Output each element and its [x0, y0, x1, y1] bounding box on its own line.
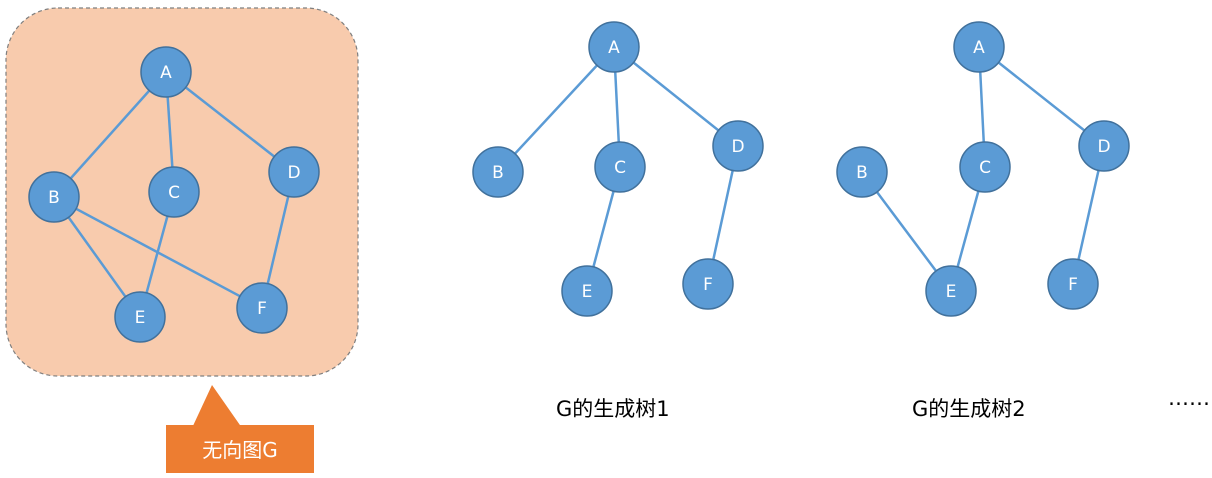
- node-label: F: [1068, 275, 1078, 295]
- node-circle: [925, 265, 977, 317]
- node-circle: [28, 171, 80, 223]
- edge-a-d: [977, 45, 1106, 148]
- edge-a-b: [496, 45, 616, 174]
- callout-tail: [192, 385, 242, 428]
- node-label: E: [946, 282, 957, 302]
- tree1-caption: G的生成树1: [556, 397, 670, 421]
- node-e: E: [925, 265, 977, 317]
- ellipsis-caption: ……: [1168, 386, 1210, 410]
- node-label: C: [614, 158, 626, 178]
- node-c: C: [148, 166, 200, 218]
- node-c: C: [594, 141, 646, 193]
- node-circle: [140, 46, 192, 98]
- node-label: C: [168, 183, 180, 203]
- node-label: E: [582, 282, 593, 302]
- node-b: B: [28, 171, 80, 223]
- node-label: F: [257, 299, 267, 319]
- node-d: D: [712, 120, 764, 172]
- node-label: A: [160, 63, 172, 83]
- node-f: F: [682, 258, 734, 310]
- node-label: E: [135, 308, 146, 328]
- edge-a-d: [164, 70, 296, 174]
- spanning-tree-2: A B C D E F: [836, 21, 1130, 317]
- spanning-tree-1: A B C D E F: [472, 21, 764, 317]
- callout-box: [166, 425, 314, 473]
- node-e: E: [561, 265, 613, 317]
- node-label: A: [973, 38, 985, 58]
- node-b: B: [836, 146, 888, 198]
- node-d: D: [1078, 120, 1130, 172]
- edge-a-d: [612, 45, 740, 148]
- edge-a-b: [52, 70, 168, 199]
- node-circle: [472, 146, 524, 198]
- node-circle: [959, 141, 1011, 193]
- node-e: E: [114, 291, 166, 343]
- node-d: D: [268, 146, 320, 198]
- node-circle: [1047, 258, 1099, 310]
- node-label: B: [856, 163, 868, 183]
- node-circle: [588, 21, 640, 73]
- node-circle: [148, 166, 200, 218]
- node-circle: [268, 146, 320, 198]
- node-circle: [561, 265, 613, 317]
- node-circle: [712, 120, 764, 172]
- node-b: B: [472, 146, 524, 198]
- node-label: C: [979, 158, 991, 178]
- tree2-caption: G的生成树2: [912, 397, 1026, 421]
- node-label: D: [1097, 137, 1110, 157]
- graph-g: A B C D E F: [28, 46, 320, 343]
- node-label: D: [731, 137, 744, 157]
- node-circle: [1078, 120, 1130, 172]
- node-label: A: [608, 38, 620, 58]
- node-f: F: [236, 282, 288, 334]
- node-circle: [953, 21, 1005, 73]
- node-a: A: [140, 46, 192, 98]
- node-label: F: [703, 275, 713, 295]
- node-circle: [682, 258, 734, 310]
- node-label: D: [287, 163, 300, 183]
- node-circle: [836, 146, 888, 198]
- node-label: B: [48, 188, 60, 208]
- node-f: F: [1047, 258, 1099, 310]
- node-a: A: [588, 21, 640, 73]
- node-circle: [594, 141, 646, 193]
- node-a: A: [953, 21, 1005, 73]
- node-circle: [114, 291, 166, 343]
- callout-label: 无向图G: [202, 438, 278, 462]
- node-c: C: [959, 141, 1011, 193]
- node-circle: [236, 282, 288, 334]
- node-label: B: [492, 163, 504, 183]
